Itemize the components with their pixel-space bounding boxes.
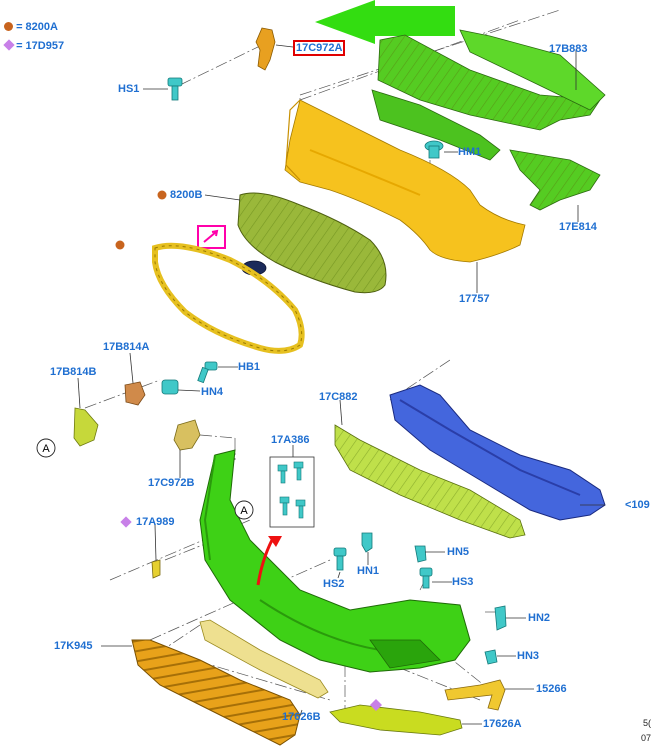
bolt-HS1 [167,77,183,101]
label-109[interactable]: <109 [625,499,650,511]
callout-circle-a-left [36,438,56,458]
label-17A386[interactable]: 17A386 [271,434,310,446]
label-HS1[interactable]: HS1 [118,83,140,95]
label-17C972A[interactable]: 17C972A [293,40,346,56]
label-17E814[interactable]: 17E814 [559,221,597,233]
legend-eq: = [16,21,26,33]
label-HN5[interactable]: HN5 [447,546,470,558]
label-17B883[interactable]: 17B883 [549,43,588,55]
label-leaders [77,44,605,725]
legend-eq: = [16,40,26,52]
lower-grille-17K945 [131,639,301,746]
legend-item-diamond: = 17D957 [3,39,65,52]
absorber-17C882 [334,424,526,539]
strip-17626B [199,619,329,699]
footer-ref-1: 5( [643,718,652,728]
bolt-HS3 [419,567,433,589]
legend-dot-icon [4,22,13,31]
marker-dot-8200B [157,190,167,200]
callout-letter-left: A [42,443,50,455]
bolt-HB1 [197,361,218,384]
label-17C882[interactable]: 17C882 [319,391,358,403]
clip-HN2 [494,605,507,631]
trim-15266 [444,679,506,711]
callout-letter-right: A [240,505,248,517]
red-arrow-head [268,536,282,547]
label-17C972B[interactable]: 17C972B [148,477,195,489]
label-17B814B[interactable]: 17B814B [50,366,97,378]
clip-HN3 [484,649,498,665]
grille-surround [152,242,305,354]
clip-HM1 [424,140,444,159]
legend-diamond-icon [3,39,15,51]
red-arrow [256,539,274,586]
label-HM1[interactable]: HM1 [458,146,482,158]
label-17626B[interactable]: 17626B [282,711,321,723]
bracket-17C972B [173,419,201,451]
legend-code-diamond: 17D957 [25,40,65,52]
label-HB1[interactable]: HB1 [238,361,261,373]
label-17A989[interactable]: 17A989 [136,516,175,528]
fastener-kit-17A386 [269,456,315,528]
grille-8200B [237,192,387,294]
bracket-17B814A [124,381,146,406]
direction-arrow-green [315,0,455,44]
label-17757[interactable]: 17757 [459,293,490,305]
lower-bumper [199,449,471,673]
legend-item-dot: = 8200A [4,21,58,33]
nut-HN4 [161,379,179,395]
label-HS3[interactable]: HS3 [452,576,474,588]
label-17K945[interactable]: 17K945 [54,640,93,652]
label-HN1[interactable]: HN1 [357,565,380,577]
callout-box [197,225,226,249]
marker-dot-8200A [115,240,125,250]
clip-HN1 [361,532,373,553]
part-17A989 [151,559,161,579]
label-8200B[interactable]: 8200B [170,189,203,201]
label-HS2[interactable]: HS2 [323,578,345,590]
absorber-17B883 [371,29,606,161]
bumper-cover-17757 [284,99,526,263]
bracket-17C972A [255,27,276,71]
bracket-17B814B [73,407,99,447]
footer-ref-2: 07 [641,733,652,743]
marker-diamond [370,699,382,711]
label-HN3[interactable]: HN3 [517,650,540,662]
label-17626A[interactable]: 17626A [483,718,522,730]
absorber-17E814 [509,149,601,211]
label-HN4[interactable]: HN4 [201,386,224,398]
label-HN2[interactable]: HN2 [528,612,551,624]
clip-HN5 [414,545,427,563]
bolt-HS2 [333,547,347,571]
label-17B814A[interactable]: 17B814A [103,341,150,353]
label-15266[interactable]: 15266 [536,683,567,695]
callout-circle-a-right [234,500,254,520]
lip-17626A [329,704,463,736]
legend-code-dot: 8200A [25,21,58,33]
